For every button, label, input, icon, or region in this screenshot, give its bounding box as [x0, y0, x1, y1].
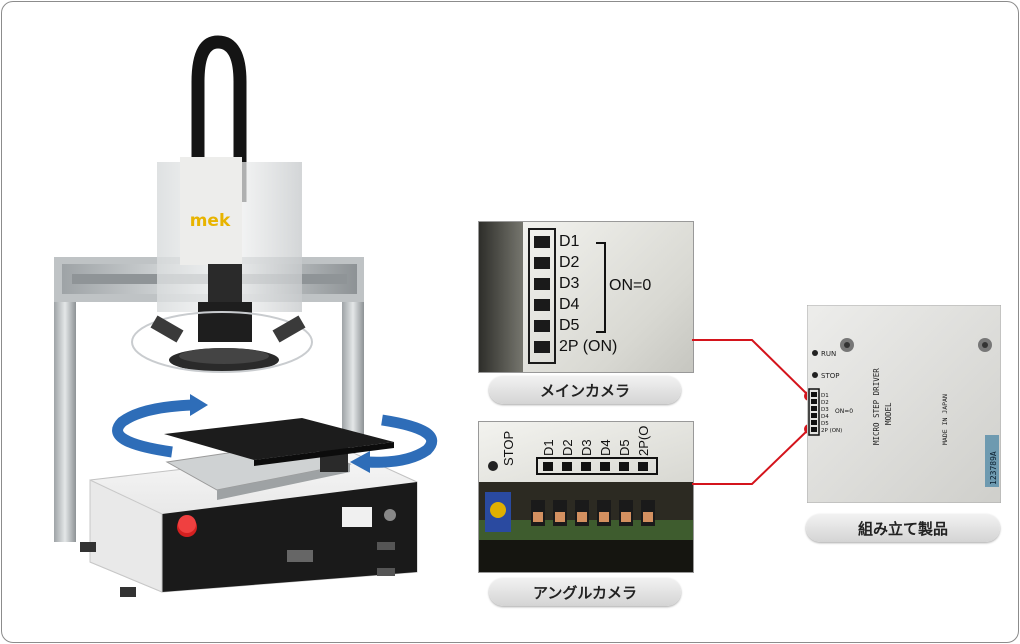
product-switch-d2: D2: [821, 400, 829, 406]
brand-logo: mek: [190, 211, 231, 231]
angle-stop-label: STOP: [501, 431, 516, 466]
angle-label-d5: D5: [617, 439, 632, 456]
product-switch-d4: D4: [821, 414, 829, 420]
dip-switch-3: [534, 278, 550, 290]
dispensing-robot-illustration: mek: [54, 35, 438, 597]
product-stop-label: STOP: [821, 372, 839, 380]
product-switch-d1: D1: [821, 393, 829, 399]
rotation-arrow-right: [350, 451, 370, 473]
dip-switch-2: [534, 257, 550, 269]
angle-label-d4: D4: [598, 439, 613, 456]
dip-switch-1: [534, 236, 550, 248]
dip-switch-5: [534, 320, 550, 332]
angle-label-d3: D3: [579, 439, 594, 456]
made-in-japan: MADE IN JAPAN: [941, 394, 949, 445]
angle-label-d2: D2: [560, 439, 575, 456]
dip-switch-frame: [528, 228, 556, 364]
product-switch-d5: D5: [821, 421, 829, 427]
switch-label-d2: D2: [559, 254, 580, 271]
dip-switch-2p: [534, 341, 550, 353]
on-bracket: [596, 242, 606, 333]
angle-label-d1: D1: [541, 439, 556, 456]
rotation-arrow-right-path: [366, 414, 438, 468]
on-equals-zero-label: ON=0: [609, 277, 652, 294]
switch-label-d5: D5: [559, 317, 580, 334]
angle-camera-view: STOP D1 D2 D3 D4 D5 2P(O: [478, 421, 694, 573]
model-line-1: MICRO STEP DRIVER: [872, 368, 881, 445]
product-switch-d3: D3: [821, 407, 829, 413]
main-camera-view: D1 D2 D3 D4 D5 2P (ON) ON=0: [478, 221, 694, 373]
connector-lines: [692, 339, 814, 485]
product-caption: 組み立て製品: [806, 514, 1000, 542]
dip-switch-4: [534, 299, 550, 311]
angle-camera-caption: アングルカメラ: [489, 578, 681, 606]
angle-label-2p: 2P(O: [636, 426, 651, 456]
serial-number: 123789A: [989, 451, 998, 485]
switch-label-2p: 2P (ON): [559, 338, 618, 355]
rotation-arrow-left: [112, 399, 193, 458]
assembled-product-board: RUN STOP D1 D2 D3 D4 D5 2P (ON) ON=0 MIC…: [807, 305, 1001, 503]
model-line-2: MODEL: [884, 402, 893, 425]
run-label: RUN: [821, 350, 836, 358]
switch-label-d1: D1: [559, 233, 580, 250]
switch-label-d4: D4: [559, 296, 580, 313]
product-switch-2p: 2P (ON): [821, 428, 842, 434]
switch-label-d3: D3: [559, 275, 580, 292]
product-on-label: ON=0: [835, 408, 853, 415]
main-camera-caption: メインカメラ: [489, 376, 681, 404]
